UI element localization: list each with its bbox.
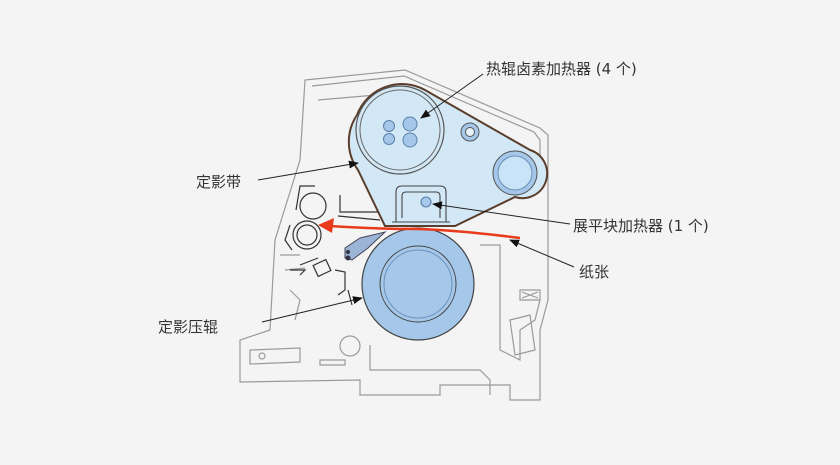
separation-claw — [344, 231, 387, 261]
leader-lines — [257, 73, 575, 323]
halogen-heaters — [383, 116, 418, 148]
label-heat-roller-heaters: 热辊卤素加热器 (4 个) — [486, 60, 637, 78]
exit-rollers — [284, 185, 385, 306]
heat-roller — [355, 85, 445, 175]
label-fixing-belt: 定影带 — [196, 173, 242, 191]
pressure-roller — [361, 227, 475, 341]
label-pad-heater: 展平块加热器 (1 个) — [573, 217, 709, 235]
label-paper: 纸张 — [579, 263, 610, 281]
tension-roller — [492, 150, 538, 196]
paper-path — [329, 224, 521, 240]
pad-heater-assembly — [392, 185, 450, 227]
housing-frame — [239, 69, 549, 401]
paper-direction-arrow — [318, 218, 334, 233]
label-pressure-roller: 定影压辊 — [158, 318, 219, 336]
small-roller — [460, 122, 480, 142]
